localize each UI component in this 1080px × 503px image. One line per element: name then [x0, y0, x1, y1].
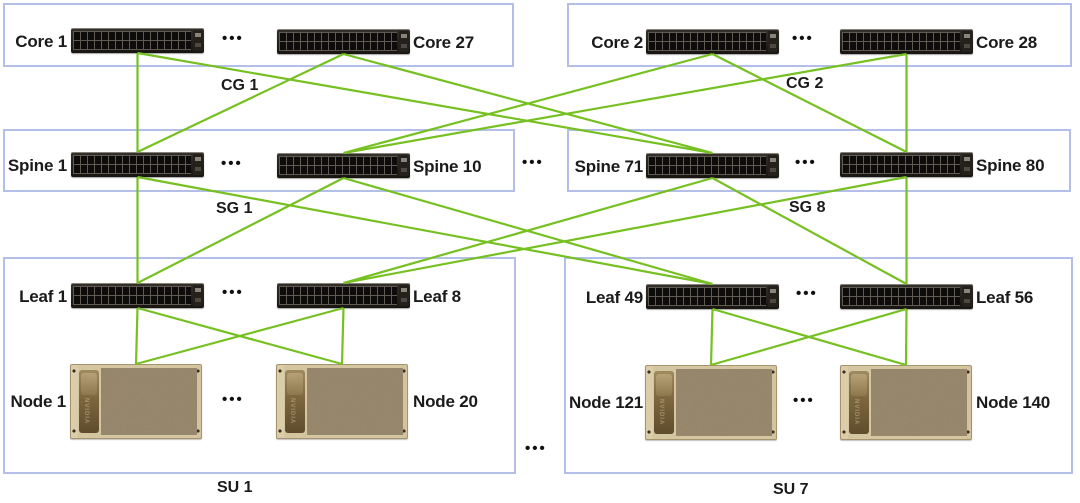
nvidia-logo-badge [656, 374, 672, 396]
switch-end-module [768, 286, 778, 307]
core27-switch-image [277, 29, 410, 54]
node-rail [196, 365, 201, 438]
node-row-right-ellipsis: ••• [793, 392, 815, 409]
core28-label: Core 28 [976, 33, 1037, 52]
nvidia-bezel: NVIDIA [285, 370, 305, 433]
switch-ports [842, 155, 960, 174]
node-rail [402, 365, 407, 438]
spine80-label: Spine 80 [976, 156, 1045, 175]
node20-label: Node 20 [413, 392, 478, 411]
core28-switch-image [840, 29, 973, 54]
switch-end-module [768, 31, 778, 52]
node20-image: NVIDIA [276, 364, 408, 439]
switch-ports [648, 156, 766, 175]
switch-end-module [193, 154, 203, 175]
node-rail [646, 366, 653, 439]
switch-ports [73, 31, 191, 50]
node121-image: NVIDIA [645, 365, 777, 440]
spine1-switch-image [71, 152, 204, 177]
spine10-switch-image [277, 153, 410, 178]
spine1-label: Spine 1 [7, 156, 67, 175]
spine-row-right-ellipsis: ••• [795, 154, 817, 171]
nvidia-logo-badge [81, 373, 97, 395]
switch-ports [279, 32, 397, 51]
leaf56-switch-image [840, 284, 973, 309]
spine-group-8-label: SG 8 [789, 199, 826, 216]
nvidia-logo-badge [287, 373, 303, 395]
nvidia-bezel: NVIDIA [79, 370, 99, 433]
nvidia-bezel: NVIDIA [654, 371, 674, 434]
core1-label: Core 1 [15, 32, 67, 51]
core-group-1-label: CG 1 [221, 77, 259, 94]
switch-end-module [768, 155, 778, 176]
node121-label: Node 121 [569, 393, 643, 412]
node-front-texture [307, 368, 403, 435]
core1-switch-image [71, 28, 204, 53]
core-group-2-label: CG 2 [786, 75, 824, 92]
spine80-switch-image [840, 152, 973, 177]
leaf1-label: Leaf 1 [19, 287, 67, 306]
node-row-left-ellipsis: ••• [222, 391, 244, 408]
switch-ports [648, 287, 766, 306]
node-rail [277, 365, 284, 438]
leaf1-switch-image [71, 283, 204, 308]
spine-row-gap-ellipsis: ••• [522, 154, 544, 171]
switch-end-module [962, 154, 972, 175]
switch-end-module [399, 31, 409, 52]
leaf49-switch-image [646, 284, 779, 309]
switch-ports [73, 155, 191, 174]
node-front-texture [101, 368, 197, 435]
switch-end-module [193, 285, 203, 306]
node-front-texture [676, 369, 772, 436]
nvidia-logo-badge [851, 374, 867, 396]
node-rail [71, 365, 78, 438]
node1-image: NVIDIA [70, 364, 202, 439]
leaf8-label: Leaf 8 [413, 287, 461, 306]
switch-end-module [193, 30, 203, 51]
nvidia-bezel: NVIDIA [849, 371, 869, 434]
core2-switch-image [646, 29, 779, 54]
su-gap-ellipsis: ••• [525, 440, 547, 457]
node-front-texture [871, 369, 967, 436]
spine10-label: Spine 10 [413, 157, 482, 176]
leaf-row-left-ellipsis: ••• [222, 284, 244, 301]
spine-group-1-label: SG 1 [216, 200, 253, 217]
node1-label: Node 1 [10, 392, 67, 411]
spine71-switch-image [646, 153, 779, 178]
node-rail [771, 366, 776, 439]
switch-ports [842, 287, 960, 306]
leaf-row-right-ellipsis: ••• [796, 285, 818, 302]
switch-ports [279, 286, 397, 305]
nvidia-logo-text: NVIDIA [853, 399, 859, 426]
switch-ports [648, 32, 766, 51]
core27-label: Core 27 [413, 33, 474, 52]
node140-image: NVIDIA [840, 365, 972, 440]
leaf49-label: Leaf 49 [585, 288, 643, 307]
core2-label: Core 2 [591, 33, 643, 52]
core-row-left-ellipsis: ••• [222, 30, 244, 47]
switch-ports [73, 286, 191, 305]
leaf56-label: Leaf 56 [976, 288, 1034, 307]
nvidia-logo-text: NVIDIA [658, 399, 664, 426]
spine-row-left-ellipsis: ••• [221, 155, 243, 172]
switch-ports [279, 156, 397, 175]
node140-label: Node 140 [976, 393, 1050, 412]
nvidia-logo-text: NVIDIA [83, 398, 89, 425]
switch-end-module [399, 285, 409, 306]
switch-end-module [962, 286, 972, 307]
spine71-label: Spine 71 [574, 157, 644, 176]
scalable-unit-7-label: SU 7 [773, 481, 809, 498]
switch-ports [842, 32, 960, 51]
nvidia-logo-text: NVIDIA [289, 398, 295, 425]
switch-end-module [399, 155, 409, 176]
node-rail [966, 366, 971, 439]
node-rail [841, 366, 848, 439]
scalable-unit-1-label: SU 1 [217, 479, 253, 496]
switch-end-module [962, 31, 972, 52]
leaf8-switch-image [277, 283, 410, 308]
core-row-right-ellipsis: ••• [792, 30, 814, 47]
